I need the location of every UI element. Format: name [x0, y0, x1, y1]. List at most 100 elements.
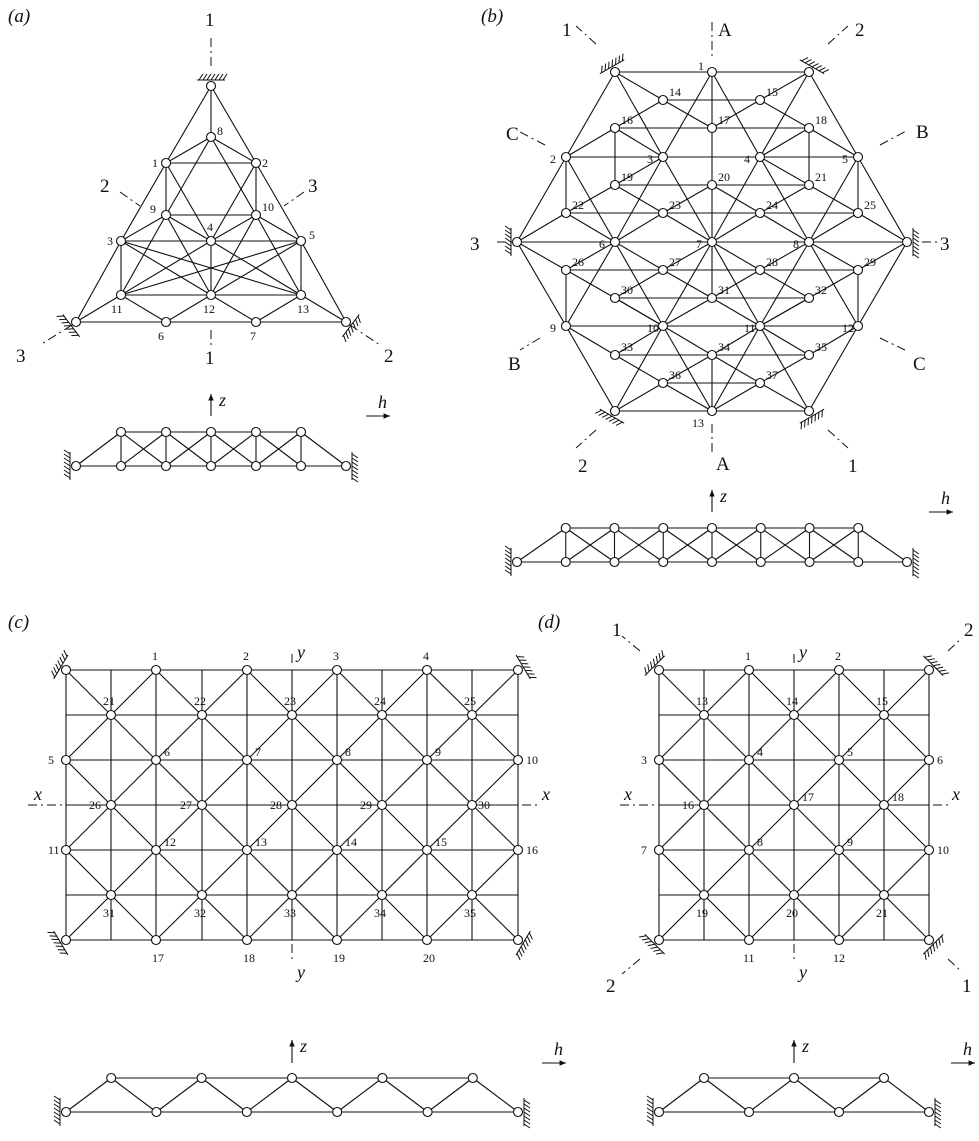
panel-b-profile-joint — [804, 522, 815, 534]
panel-c-node-label: 32 — [194, 906, 206, 920]
panel-a-member — [120, 240, 212, 296]
panel-b-joint — [803, 292, 815, 304]
panel-b-node-label: 31 — [718, 283, 730, 297]
member-line — [662, 527, 713, 563]
panel-c-support-3 — [515, 930, 533, 961]
member-line — [565, 527, 615, 563]
panel-d-joint — [878, 709, 890, 721]
panel-a-node-label: 7 — [250, 329, 256, 343]
panel-a-member — [210, 214, 257, 296]
panel-b-node-label: 4 — [744, 152, 750, 166]
panel-a-profile-support-right — [351, 452, 359, 483]
panel-d-joint — [833, 754, 845, 766]
panel-b-profile-joint — [853, 522, 864, 534]
panel-a-joint — [160, 157, 172, 169]
panel-d-node-label: 16 — [682, 798, 694, 812]
panel-d-profile-support-right — [934, 1098, 942, 1129]
panel-a-member — [255, 214, 302, 242]
panel-c-label: (c) — [8, 612, 29, 633]
panel-b-joint — [706, 122, 718, 134]
panel-b-member — [759, 99, 810, 129]
panel-b-node-label: 1 — [698, 59, 704, 73]
panel-a-member — [210, 136, 257, 216]
panel-b-member — [808, 325, 859, 412]
panel-c-joint — [286, 799, 298, 811]
panel-c-profile-joint — [106, 1072, 117, 1084]
panel-a-node-label: 6 — [158, 329, 164, 343]
panel-b-support-joint — [511, 236, 523, 248]
panel-a-profile-joint — [70, 460, 82, 472]
panel-b-member — [614, 156, 664, 186]
panel-c-node-label: 27 — [180, 798, 192, 812]
panel-a-member — [120, 294, 167, 323]
panel-a-member — [120, 240, 302, 296]
panel-b-member — [808, 269, 859, 299]
panel-a-member — [210, 85, 257, 164]
panel-b-node-label: 5 — [842, 152, 848, 166]
panel-a-support-joint — [70, 316, 82, 328]
panel-c-profile-joint — [422, 1106, 433, 1118]
panel-b-member — [711, 184, 761, 214]
panel-d-axis-label-1: 1 — [962, 976, 972, 997]
panel-d-support-joint — [653, 664, 665, 676]
panel-c-joint — [150, 844, 162, 856]
panel-c-joint — [241, 844, 253, 856]
panel-c-node-label: 23 — [284, 694, 296, 708]
panel-a-member — [165, 162, 212, 242]
panel-b-node-label: 13 — [692, 416, 704, 430]
panel-b-node-label: 11 — [744, 321, 756, 335]
panel-b-member — [857, 241, 908, 271]
panel-a-axis-2 — [119, 191, 141, 207]
panel-c-axis-label-y: y — [295, 642, 305, 662]
panel-c-node-label: 10 — [526, 753, 538, 767]
panel-b-joint — [609, 122, 621, 134]
panel-b-member — [662, 241, 713, 271]
panel-c-support-2 — [47, 930, 69, 956]
panel-c-node-label: 35 — [464, 906, 476, 920]
panel-a-node-label: 4 — [207, 220, 213, 234]
panel-d-joint — [923, 754, 935, 766]
panel-c-node-label: 12 — [164, 835, 176, 849]
panel-a-member — [165, 214, 212, 296]
panel-c-profile-joint — [512, 1106, 524, 1118]
panel-b-joint — [852, 151, 864, 163]
panel-b-axis-label-1: 1 — [562, 20, 572, 41]
panel-c-node-label: 18 — [243, 951, 255, 965]
panel-b-support-joint — [803, 66, 815, 78]
panel-b-member — [759, 269, 810, 299]
panel-c-node-label: 16 — [526, 843, 538, 857]
panel-b-member — [759, 156, 810, 186]
panel-a-member — [300, 294, 347, 323]
panel-d-node-label: 17 — [802, 790, 814, 804]
panel-a-axis-3 — [39, 324, 73, 346]
panel-b-joint — [657, 264, 669, 276]
panel-d-axis-label-2: 2 — [964, 620, 974, 641]
panel-d-node-label: 9 — [847, 835, 853, 849]
panel-b-support-bl — [594, 408, 625, 426]
panel-b-joint — [706, 179, 718, 191]
panel-b-profile-joint — [804, 556, 815, 568]
panel-d-axis-label-y: y — [797, 642, 807, 662]
panel-d-joint — [878, 799, 890, 811]
panel-b-member — [808, 71, 859, 158]
panel-b-profile-joint — [560, 522, 571, 534]
panel-c-node-label: 25 — [464, 694, 476, 708]
panel-b-member — [808, 184, 859, 214]
panel-b-member — [759, 241, 810, 271]
panel-c-profile-joint — [151, 1106, 162, 1118]
panel-b-joint — [560, 151, 572, 163]
panel-a-axis-label-3: 3 — [308, 176, 318, 197]
panel-c-joint — [466, 799, 478, 811]
panel-a-profile-joint — [340, 460, 352, 472]
panel-b-joint — [706, 405, 718, 417]
panel-b-node-label: 3 — [647, 152, 653, 166]
panel-a-joint — [250, 316, 262, 328]
panel-d-z-axis-head — [791, 1040, 797, 1047]
panel-d-node-label: 11 — [743, 951, 755, 965]
panel-b-joint — [852, 320, 864, 332]
panel-c-node-label: 7 — [255, 745, 261, 759]
member-line — [614, 527, 664, 563]
member-line — [658, 1077, 705, 1113]
panel-c-joint — [466, 709, 478, 721]
panel-b-member — [808, 212, 859, 243]
